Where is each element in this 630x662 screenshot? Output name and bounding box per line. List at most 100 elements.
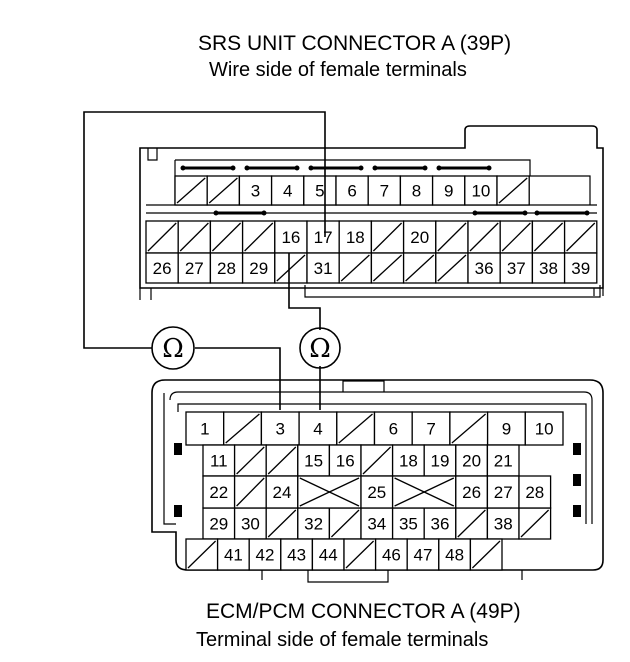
blank-terminal: [520, 509, 550, 538]
srs-terminal: 16: [281, 228, 300, 247]
srs-terminal: 5: [315, 182, 324, 201]
srs-terminal: 29: [249, 259, 268, 278]
ecm-terminal: 24: [273, 483, 292, 502]
srs-terminal: 8: [412, 182, 421, 201]
ecm-terminal: 25: [367, 483, 386, 502]
ecm-terminal: 26: [462, 483, 481, 502]
blank-terminal: [187, 540, 217, 569]
blank-terminal: [179, 222, 209, 252]
blank-terminal: [451, 413, 487, 444]
blank-terminal: [330, 509, 360, 538]
ecm-terminal: 30: [241, 515, 260, 534]
ecm-terminal: 22: [209, 483, 228, 502]
ecm-terminal: 48: [445, 546, 464, 565]
srs-terminal: 7: [380, 182, 389, 201]
ecm-connector-title: ECM/PCM CONNECTOR A (49P): [206, 600, 521, 623]
locking-tab: [573, 505, 581, 517]
ohm-symbol: Ω: [162, 334, 184, 364]
blank-terminal: [362, 446, 392, 475]
blank-terminal: [225, 413, 260, 444]
srs-terminal: 18: [346, 228, 365, 247]
ecm-terminal: 10: [535, 420, 554, 439]
locking-tab: [174, 505, 182, 517]
locking-tab: [573, 474, 581, 486]
ecm-terminal: 36: [431, 515, 450, 534]
ecm-terminal: 9: [502, 420, 511, 439]
ecm-terminal: 47: [414, 546, 433, 565]
blank-terminal: [176, 177, 206, 204]
blank-terminal: [276, 254, 306, 282]
srs-terminal: 4: [283, 182, 292, 201]
blank-terminal: [394, 477, 455, 507]
srs-terminal: 31: [314, 259, 333, 278]
ecm-terminal: 35: [399, 515, 418, 534]
blank-terminal: [208, 177, 238, 204]
blank-terminal: [405, 254, 435, 282]
ecm-terminal: 27: [494, 483, 513, 502]
blank-terminal: [471, 540, 501, 569]
blank-terminal: [236, 477, 265, 507]
ecm-connector-subtitle: Terminal side of female terminals: [196, 629, 488, 651]
ohmmeter-2: Ω: [299, 327, 341, 369]
blank-terminal: [338, 413, 373, 444]
blank-terminal: [299, 477, 360, 507]
srs-terminal: 36: [475, 259, 494, 278]
test-leads: [83, 111, 326, 410]
srs-terminal: 27: [185, 259, 204, 278]
ecm-terminal: 32: [304, 515, 323, 534]
ecm-terminal: 28: [525, 483, 544, 502]
blank-terminal: [437, 254, 467, 282]
ecm-terminal: 21: [494, 452, 513, 471]
blank-terminal: [501, 222, 531, 252]
ohmmeter-1: Ω: [151, 326, 195, 370]
ecm-terminal: 19: [431, 452, 450, 471]
srs-terminal: 28: [217, 259, 236, 278]
ecm-terminal: 16: [336, 452, 355, 471]
blank-terminal: [533, 222, 564, 252]
ecm-terminal: 6: [389, 420, 398, 439]
locking-tab: [174, 443, 182, 455]
blank-terminal: [437, 222, 467, 252]
ecm-terminal: 46: [382, 546, 401, 565]
srs-terminal: 26: [153, 259, 172, 278]
ecm-terminal: 44: [319, 546, 338, 565]
locking-tab: [573, 443, 581, 455]
ecm-terminal: 7: [426, 420, 435, 439]
srs-terminal: 38: [539, 259, 558, 278]
srs-terminal: 37: [507, 259, 526, 278]
srs-terminal: 39: [571, 259, 590, 278]
blank-terminal: [566, 222, 596, 252]
blank-terminal: [469, 222, 499, 252]
srs-terminal: 9: [444, 182, 453, 201]
ohm-symbol: Ω: [309, 334, 331, 364]
ecm-terminal: 38: [494, 515, 513, 534]
srs-terminal: 17: [314, 228, 333, 247]
srs-terminal: 3: [251, 182, 260, 201]
ecm-terminal: 43: [287, 546, 306, 565]
blank-terminal: [498, 177, 528, 204]
srs-terminal: 6: [347, 182, 356, 201]
ecm-terminal: 4: [313, 420, 322, 439]
blank-terminal: [372, 222, 403, 252]
ecm-terminal: 29: [209, 515, 228, 534]
srs-connector-subtitle: Wire side of female terminals: [209, 59, 467, 81]
blank-terminal: [236, 446, 265, 475]
ecm-terminal: 18: [399, 452, 418, 471]
srs-connector-title: SRS UNIT CONNECTOR A (39P): [198, 32, 511, 55]
blank-terminal: [147, 222, 177, 252]
ecm-terminal: 15: [304, 452, 323, 471]
ecm-terminal: 41: [224, 546, 243, 565]
srs-terminal: 10: [471, 182, 490, 201]
ecm-terminal: 20: [462, 452, 481, 471]
blank-terminal: [345, 540, 375, 569]
blank-terminal: [244, 222, 274, 252]
blank-terminal: [372, 254, 403, 282]
ecm-terminal: 34: [367, 515, 386, 534]
ecm-terminal: 42: [256, 546, 275, 565]
ecm-terminal: 11: [210, 452, 228, 471]
blank-terminal: [340, 254, 370, 282]
blank-terminal: [267, 446, 297, 475]
